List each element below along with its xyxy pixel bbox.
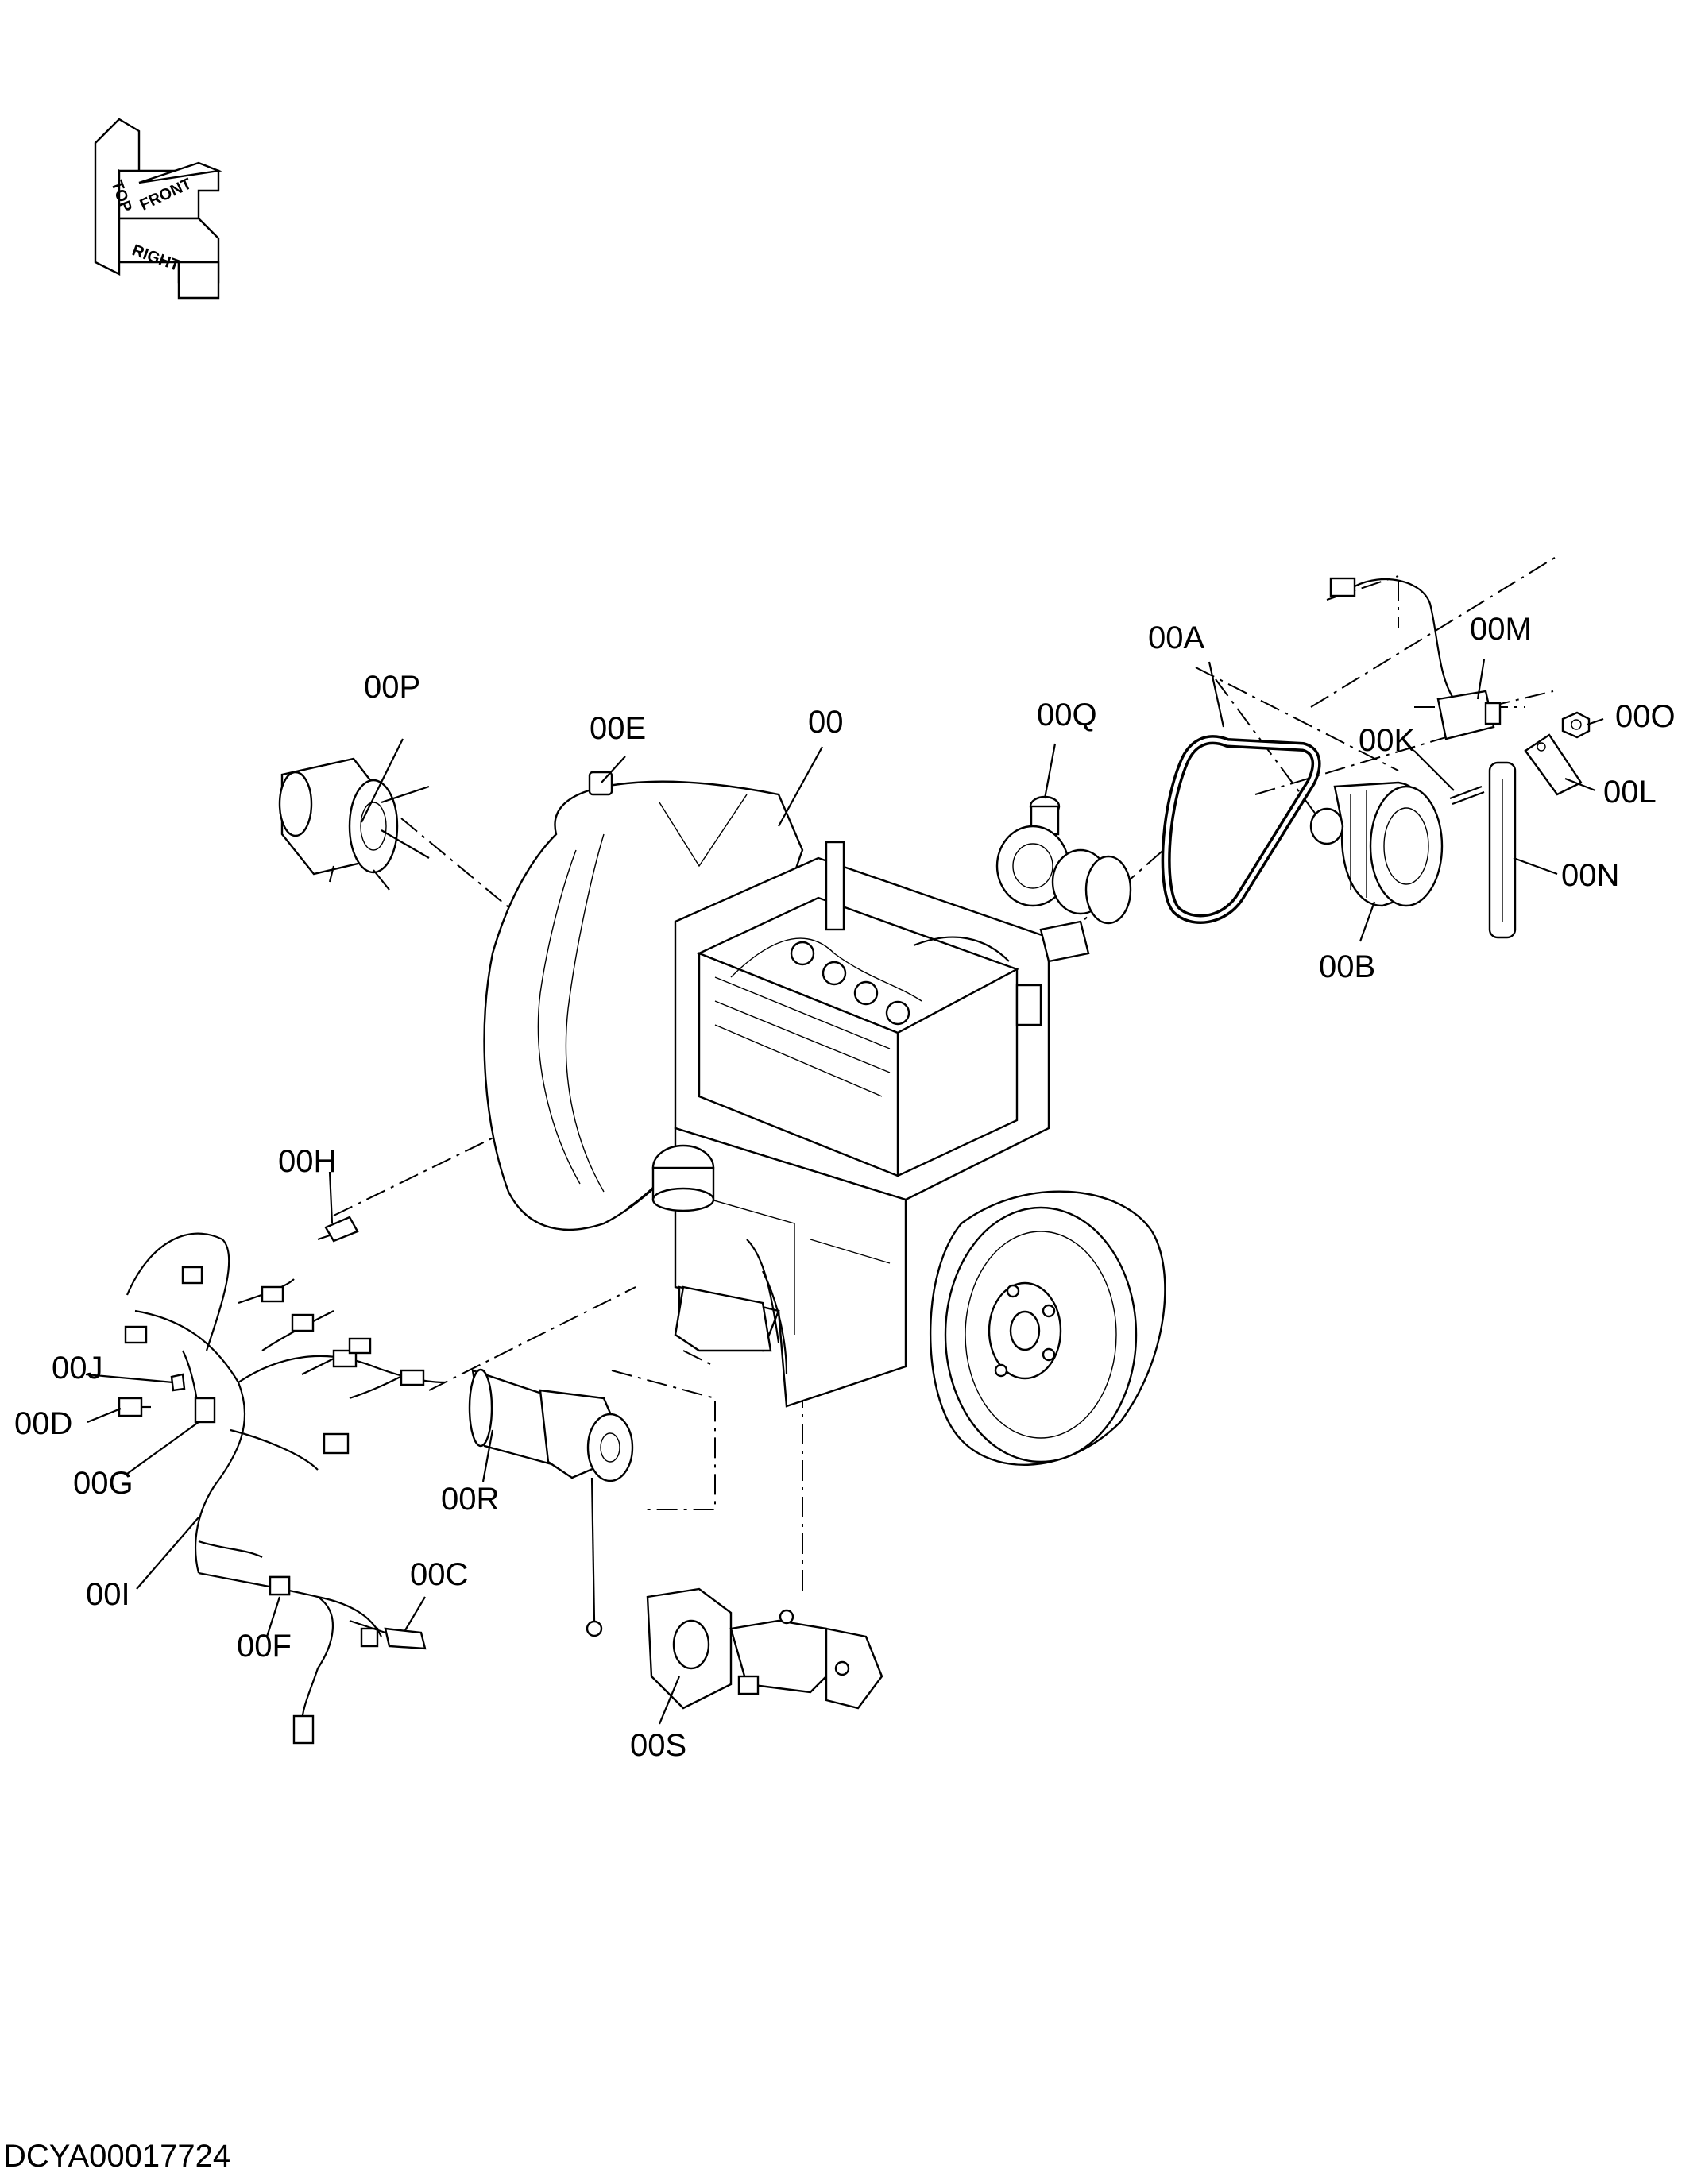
callout-00K: 00K	[1359, 723, 1415, 758]
callout-00: 00	[808, 705, 844, 740]
callout-00G: 00G	[73, 1466, 133, 1501]
callout-00N: 00N	[1561, 858, 1619, 893]
callout-00I: 00I	[86, 1577, 130, 1612]
callout-00H: 00H	[278, 1144, 336, 1179]
part-00O-nut	[1561, 711, 1591, 739]
callout-00A: 00A	[1148, 620, 1204, 655]
part-00C-connector	[349, 1619, 427, 1650]
part-00L-bracket	[1524, 733, 1583, 796]
part-00G-connector	[194, 1397, 216, 1424]
part-00R-starter-motor	[468, 1368, 634, 1637]
leader-lines	[85, 659, 1604, 1725]
part-00D-sensor	[118, 1397, 151, 1417]
callout-00F: 00F	[237, 1629, 292, 1664]
callout-00C: 00C	[410, 1557, 468, 1592]
callout-00P: 00P	[364, 670, 420, 705]
part-00F-connector	[269, 1575, 291, 1596]
callout-00S: 00S	[630, 1728, 686, 1763]
callout-00D: 00D	[14, 1406, 72, 1441]
callout-00Q: 00Q	[1037, 698, 1097, 733]
orientation-cube-icon: TOP FRONT RIGHT	[94, 118, 222, 300]
part-00B-alternator	[1309, 781, 1444, 907]
part-00A-fan-belt	[1161, 735, 1321, 924]
part-00I-wiring-harness	[124, 1232, 446, 1745]
part-00S-fuel-pump	[646, 1587, 883, 1710]
callout-00L: 00L	[1603, 775, 1657, 810]
engine-assembly	[483, 780, 1166, 1467]
callout-labels: 00 00A 00B 00C 00D 00E 00F 00G 00H 00I 0…	[14, 612, 1676, 1763]
part-00N-strap	[1488, 761, 1517, 939]
callout-00J: 00J	[52, 1351, 103, 1386]
document-id: DCYA00017724	[3, 2139, 231, 2174]
callout-00R: 00R	[441, 1482, 499, 1517]
callout-00E: 00E	[590, 711, 646, 746]
callout-00O: 00O	[1615, 699, 1676, 734]
callout-00M: 00M	[1470, 612, 1532, 647]
part-00J-fitting	[170, 1373, 186, 1392]
part-00K-pin	[1449, 785, 1485, 806]
part-00P-oil-cooler	[278, 757, 430, 891]
part-00H-sensor	[317, 1216, 359, 1243]
callout-00B: 00B	[1319, 949, 1375, 984]
part-00M-sensor	[1329, 577, 1502, 740]
